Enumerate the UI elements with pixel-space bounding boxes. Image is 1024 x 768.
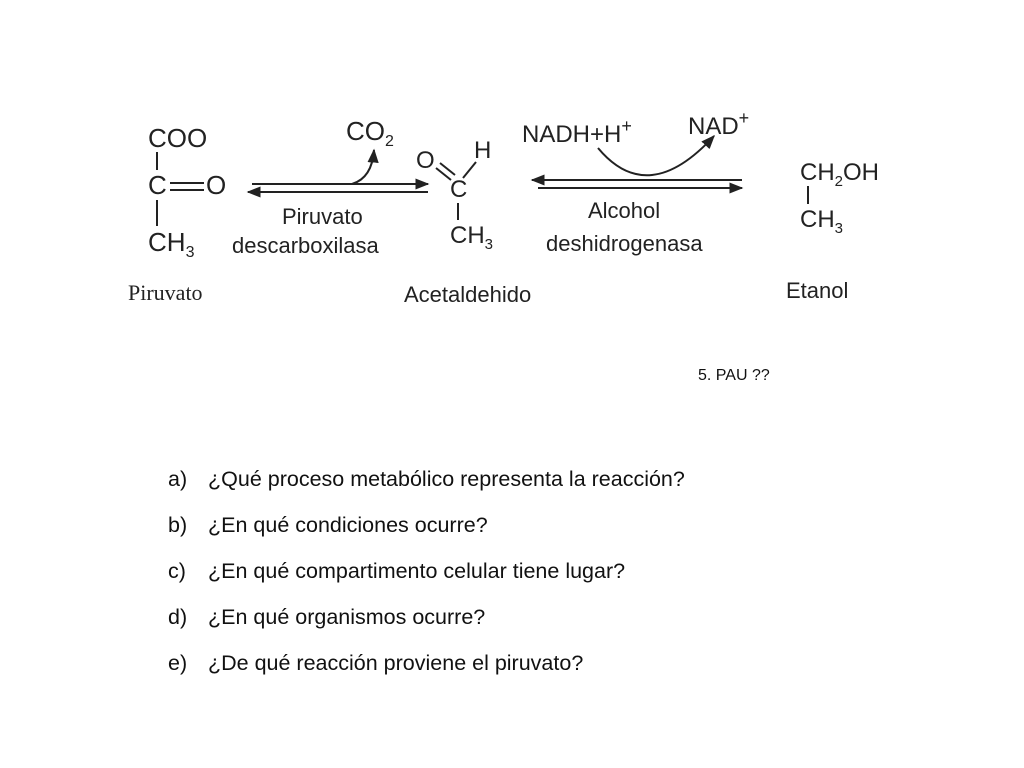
enzyme2-line1: Alcohol [588, 198, 660, 223]
co2-label: CO2 [346, 116, 394, 150]
acetaldehyde-ch-bond [462, 161, 477, 179]
nad-label: NAD+ [688, 108, 749, 140]
pyruvate-ch3: CH3 [148, 227, 195, 261]
question-item: e) ¿De qué reacción proviene el piruvato? [168, 644, 968, 690]
acetaldehyde-carbon: C [450, 176, 467, 203]
question-label: a) [168, 467, 188, 491]
question-label: d) [168, 605, 188, 629]
question-label: c) [168, 559, 186, 583]
fermentation-diagram: COO C O CH3 Piruvato CO2 Piruvato descar… [128, 108, 879, 307]
pyruvate-oxygen: O [206, 170, 226, 200]
ethanol-ch2oh: CH2OH [800, 159, 879, 190]
pyruvate-structure: COO C O CH3 Piruvato [128, 123, 226, 305]
pyruvate-coo: COO [148, 123, 207, 153]
nadh-to-nad-arrow [597, 134, 715, 177]
ethanol-structure: CH2OH CH3 Etanol [786, 159, 879, 303]
question-text: ¿En qué organismos ocurre? [208, 605, 486, 629]
question-reference: 5. PAU ?? [698, 367, 770, 384]
pyruvate-carbon: C [148, 170, 167, 200]
step2-reaction: NADH+H+ NAD+ Alcohol deshidrogenasa [522, 108, 749, 256]
question-text: ¿En qué condiciones ocurre? [208, 513, 488, 537]
co2-release-arrow [351, 148, 379, 185]
question-item: a) ¿Qué proceso metabólico representa la … [168, 460, 968, 506]
enzyme1-line1: Piruvato [282, 204, 363, 229]
question-label: e) [168, 651, 188, 675]
enzyme1-line2: descarboxilasa [232, 233, 380, 258]
pyruvate-name: Piruvato [128, 280, 203, 305]
ethanol-name: Etanol [786, 278, 848, 303]
acetaldehyde-hydrogen: H [474, 137, 491, 164]
question-item: d) ¿En qué organismos ocurre? [168, 598, 968, 644]
acetaldehyde-name: Acetaldehido [404, 282, 531, 307]
question-item: c) ¿En qué compartimento celular tiene lu… [168, 552, 968, 598]
question-text: ¿De qué reacción proviene el piruvato? [208, 651, 584, 675]
question-text: ¿Qué proceso metabólico representa la re… [208, 467, 685, 491]
ethanol-ch3: CH3 [800, 206, 843, 237]
acetaldehyde-oxygen: O [416, 147, 435, 174]
acetaldehyde-ch3: CH3 [450, 222, 493, 253]
step1-reaction: CO2 Piruvato descarboxilasa [232, 116, 430, 258]
nadh-label: NADH+H+ [522, 116, 632, 148]
acetaldehyde-co-bond-b [439, 162, 456, 176]
enzyme2-line2: deshidrogenasa [546, 231, 703, 256]
question-label: b) [168, 513, 188, 537]
question-text: ¿En qué compartimento celular tiene luga… [208, 559, 626, 583]
question-item: b) ¿En qué condiciones ocurre? [168, 506, 968, 552]
question-list: a) ¿Qué proceso metabólico representa la … [168, 460, 968, 690]
acetaldehyde-co-bond-a [435, 167, 452, 181]
acetaldehyde-structure: O H C CH3 Acetaldehido [404, 137, 531, 307]
